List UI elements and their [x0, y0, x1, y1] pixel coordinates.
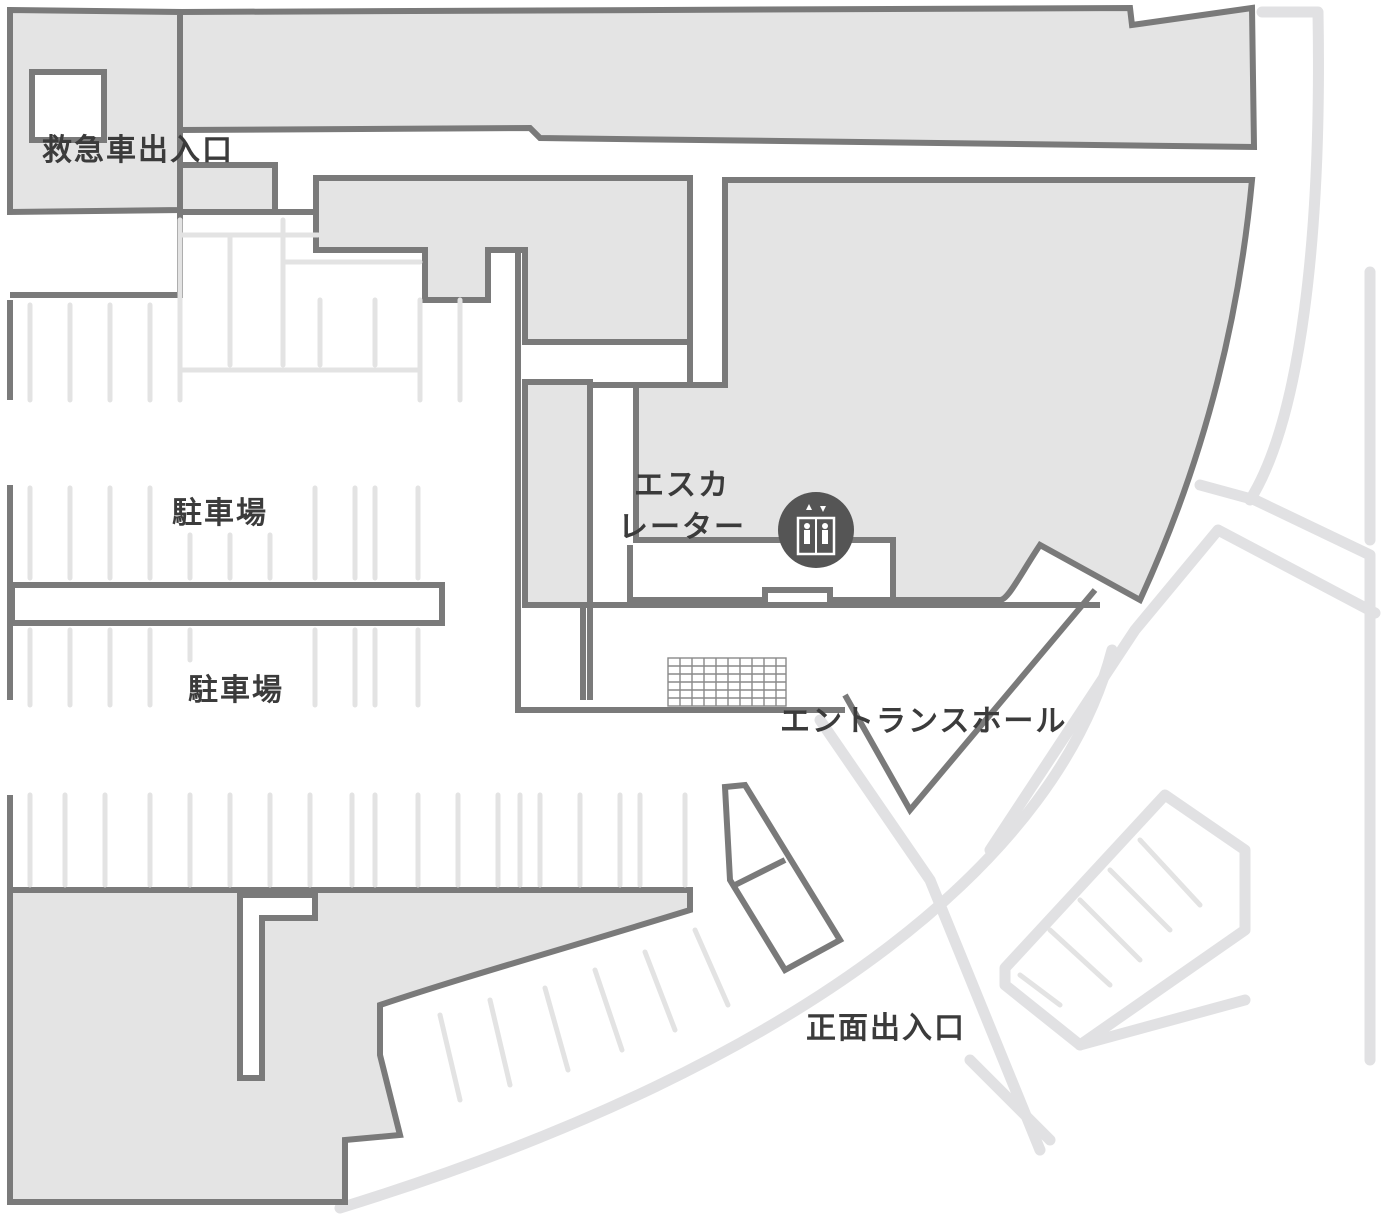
stalls-curved-row	[437, 927, 731, 1103]
stairs	[667, 657, 787, 707]
road-main-curve	[334, 644, 1118, 1214]
rooms	[7, 4, 1258, 1205]
label-parking-upper: 駐車場	[172, 496, 268, 531]
stalls-row-1	[27, 217, 463, 403]
label-main-entrance: 正面出入口	[806, 1011, 966, 1046]
parking-stalls	[27, 217, 1203, 1103]
room-west-column	[522, 379, 593, 608]
label-entrance-hall: エントランスホール	[780, 704, 1067, 739]
stalls-row-4	[27, 792, 688, 888]
walls	[7, 178, 1100, 1081]
stalls-row-2	[27, 485, 421, 581]
elevator-icon[interactable]	[778, 492, 854, 568]
room-center-north	[313, 175, 693, 345]
label-escalator-line1: エスカ	[634, 468, 730, 503]
room-small-square	[29, 69, 107, 143]
label-escalator-line2: レーター	[618, 510, 746, 545]
parking-divider	[9, 582, 445, 626]
roads	[334, 6, 1381, 1214]
room-east-large	[633, 177, 1256, 605]
room-top-strip	[177, 4, 1258, 151]
stalls-row-3	[27, 627, 421, 708]
labels: 救急車出入口 駐車場 駐車場 エスカ レーター エントランスホール 正面出入口	[42, 133, 1067, 1046]
label-emergency-entrance: 救急車出入口	[42, 133, 234, 168]
label-parking-lower: 駐車場	[188, 673, 284, 708]
stalls-drop-off	[1017, 837, 1203, 1008]
road-drop-off	[999, 789, 1251, 1051]
road-east-curve	[1244, 6, 1324, 506]
room-south-west	[7, 887, 693, 1205]
